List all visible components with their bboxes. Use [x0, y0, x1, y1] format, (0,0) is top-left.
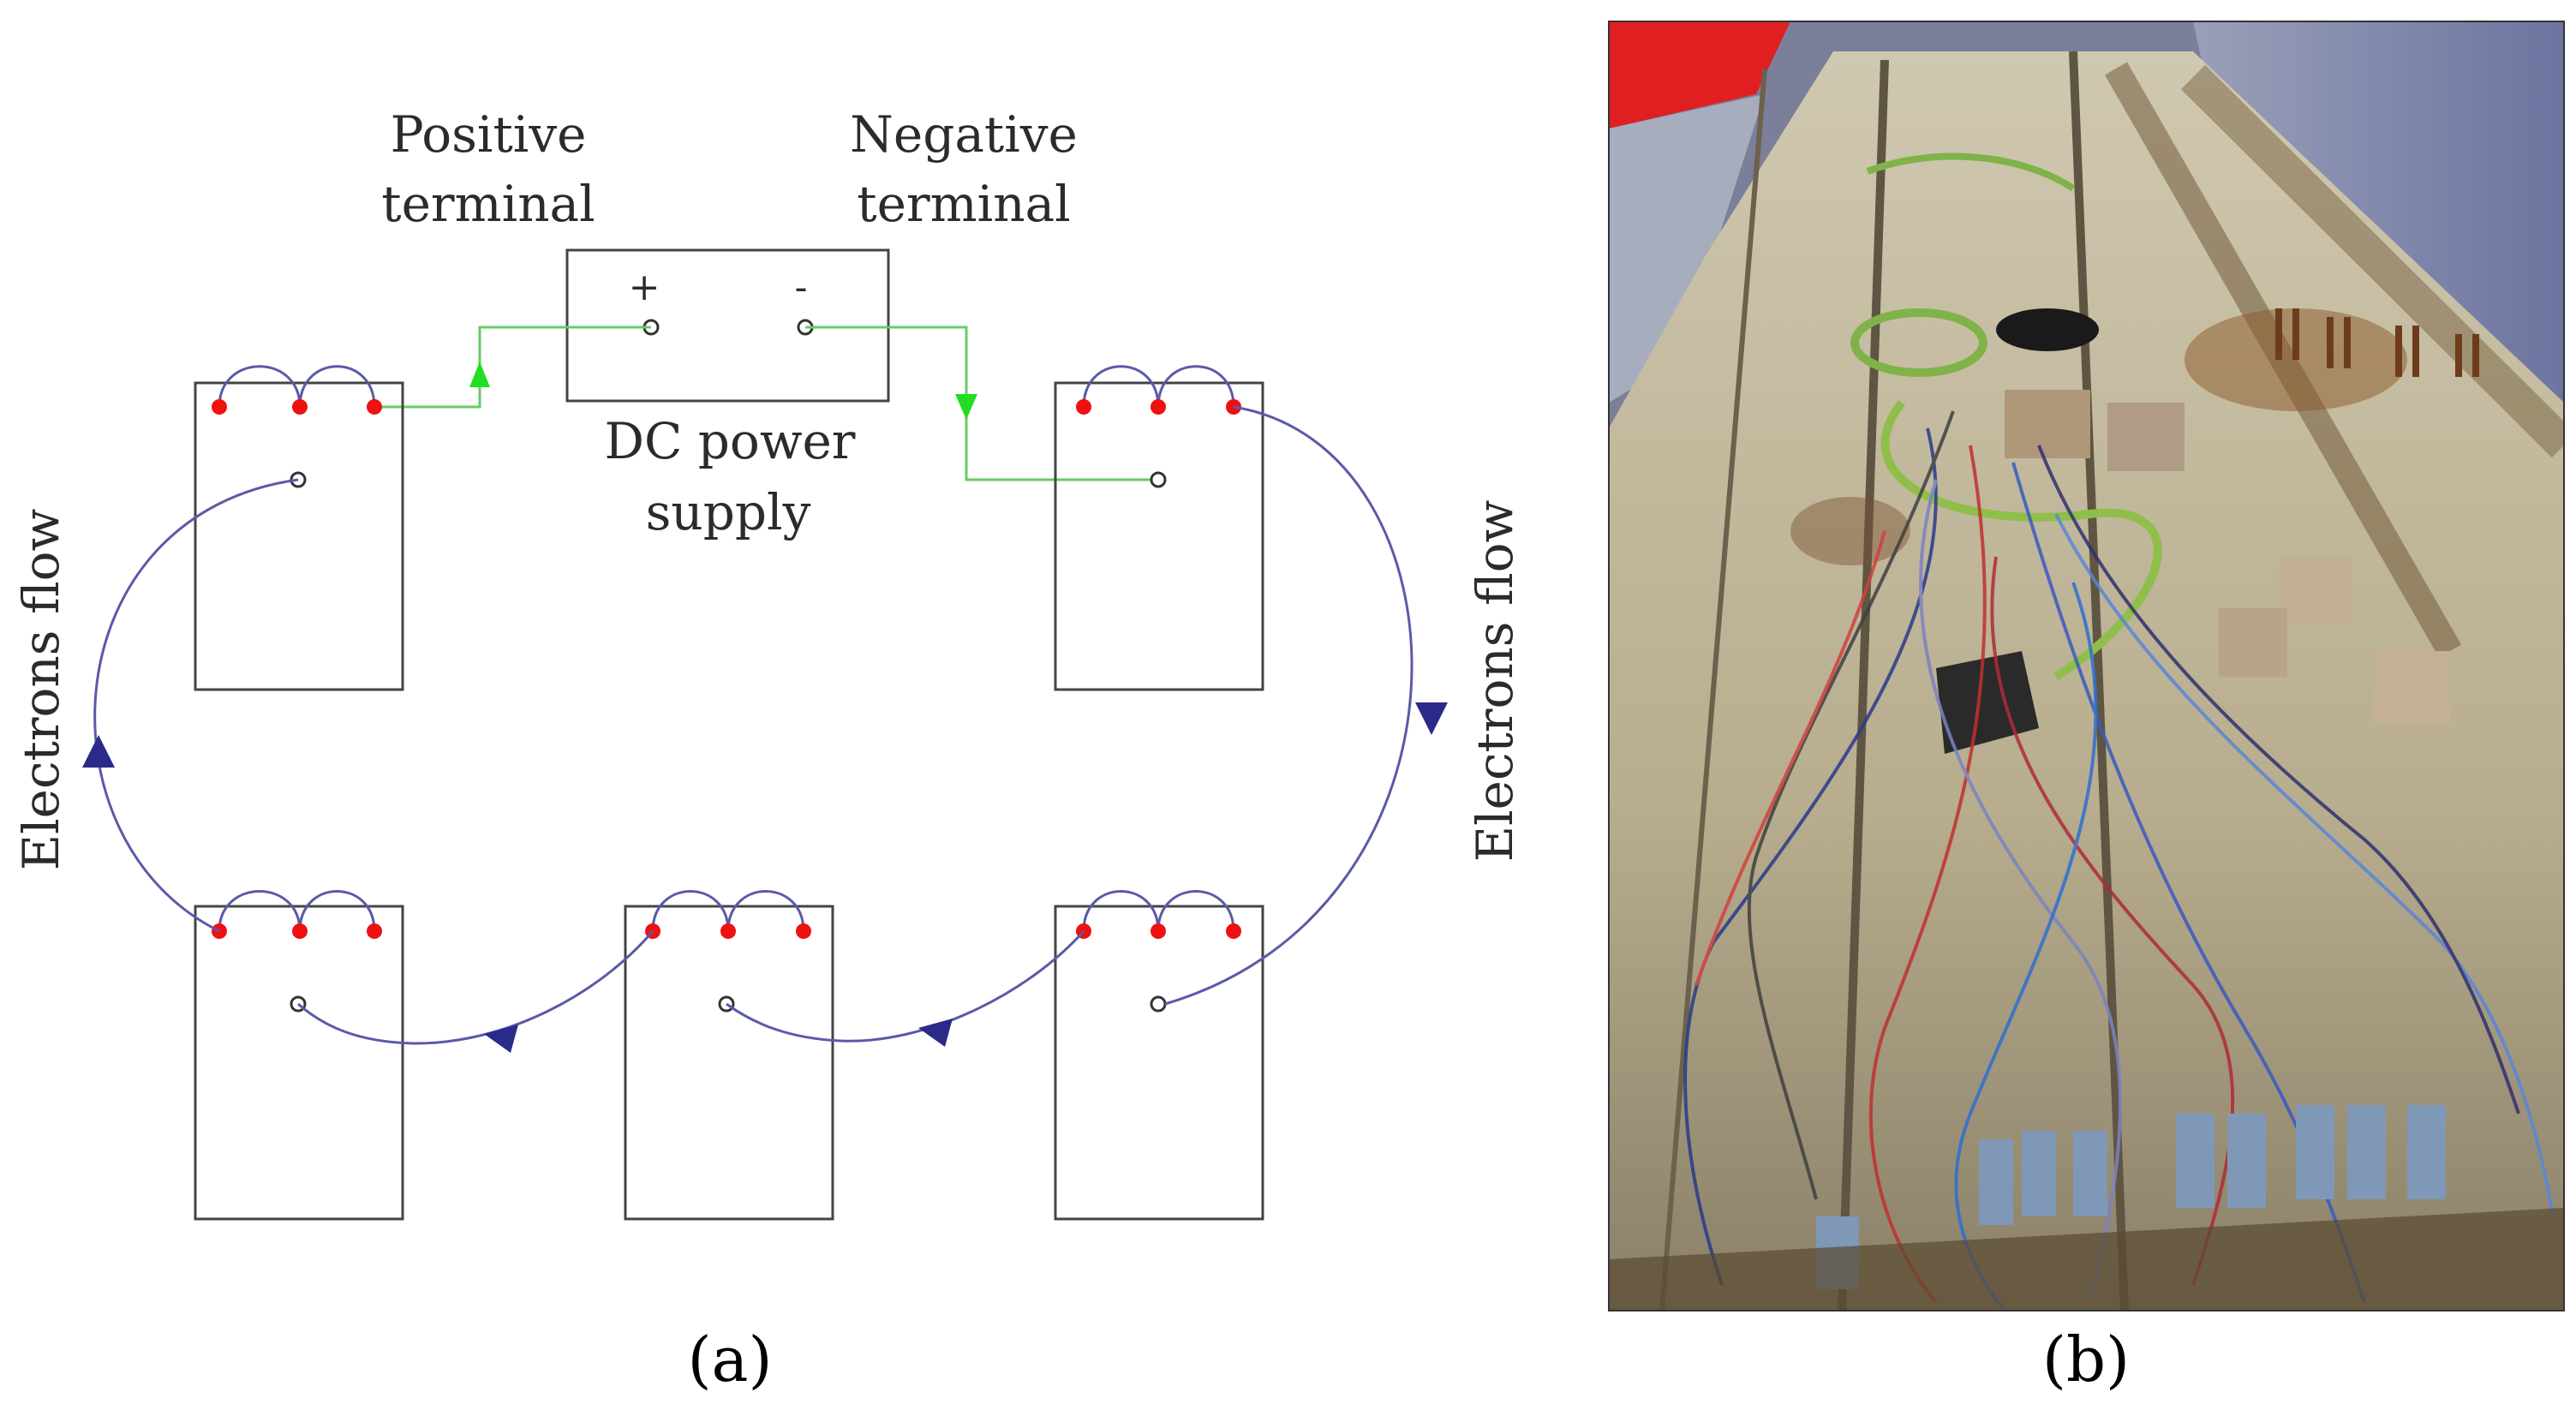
electron-wire-right-arc	[1164, 405, 1414, 1006]
dc-power-label-2: supply	[646, 483, 811, 541]
specimen-block-bottom-middle	[624, 890, 834, 1221]
electrons-flow-left-label: Electrons flow	[12, 509, 70, 870]
panel-a-schematic: + - Positive terminal Negative terminal …	[12, 105, 1524, 1395]
cathode-post	[1150, 995, 1167, 1013]
electron-arrow-left	[82, 735, 115, 768]
specimen-block-bottom-right	[1054, 890, 1264, 1221]
dc-power-supply-box	[565, 248, 890, 403]
anode-dot	[367, 399, 382, 415]
anode-dot	[1076, 399, 1091, 415]
anode-dot	[367, 923, 382, 939]
caption-b: (b)	[2042, 1323, 2130, 1395]
dc-power-label-1: DC power	[604, 412, 855, 470]
photo-frame	[1608, 21, 2565, 1311]
anode-dot	[292, 399, 308, 415]
electron-arrow-bottom-middle	[484, 1025, 518, 1053]
plus-sign: +	[629, 266, 660, 309]
panel-b-photo: (b)	[1608, 21, 2565, 1395]
positive-supply-wire	[380, 326, 651, 409]
positive-terminal-label-1: Positive	[391, 105, 587, 164]
photo-image	[1609, 21, 2564, 1311]
electron-wire-left-arc	[93, 478, 299, 933]
electron-arrow-right	[1415, 702, 1448, 735]
minus-sign: -	[795, 266, 808, 309]
specimen-block-top-left	[194, 365, 404, 691]
electron-wire-bottom-right	[726, 930, 1085, 1043]
specimen-block-bottom-left	[194, 890, 404, 1221]
specimen-block-top-right	[1054, 365, 1264, 691]
negative-wire-arrow	[955, 394, 977, 420]
electron-arrow-bottom-right	[918, 1019, 953, 1047]
anode-dot	[212, 399, 227, 415]
electron-wire-bottom-middle	[297, 930, 654, 1045]
anode-dot	[1151, 923, 1166, 939]
caption-a: (a)	[687, 1323, 772, 1395]
negative-terminal-label-2: terminal	[857, 175, 1070, 233]
anode-dot	[720, 923, 736, 939]
anode-dot	[1151, 399, 1166, 415]
electrons-flow-right-label: Electrons flow	[1466, 500, 1524, 862]
anode-dot	[1226, 923, 1241, 939]
positive-terminal-label-2: terminal	[381, 175, 595, 233]
cathode-post	[1150, 471, 1167, 488]
anode-dot	[292, 923, 308, 939]
negative-terminal-label-1: Negative	[850, 105, 1078, 164]
positive-wire-arrow	[469, 361, 490, 387]
negative-supply-wire	[805, 326, 1158, 481]
anode-dot	[796, 923, 811, 939]
